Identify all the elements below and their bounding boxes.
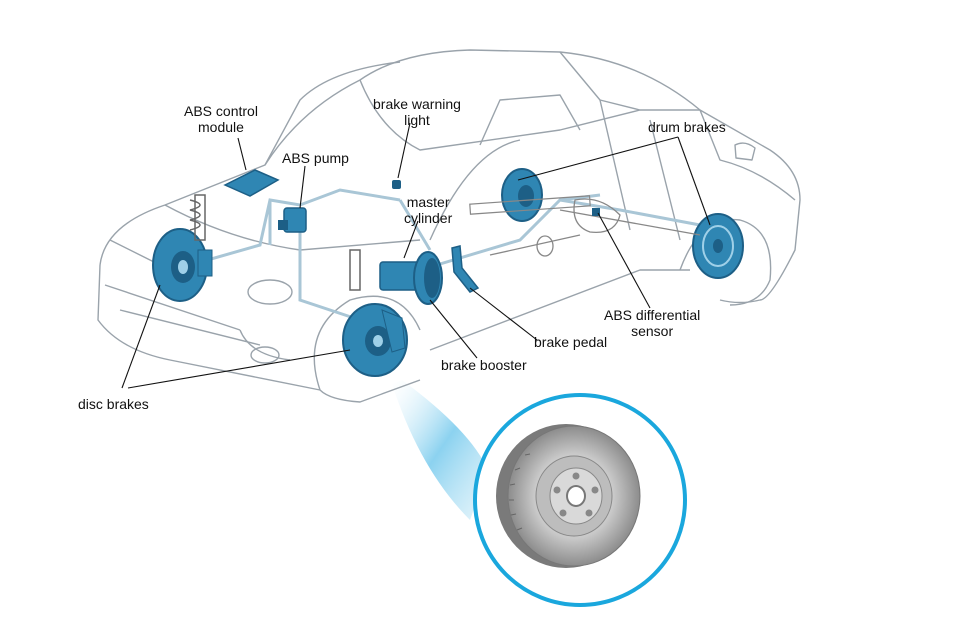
label-brake-booster: brake booster xyxy=(441,357,527,373)
label-brake-pedal: brake pedal xyxy=(534,334,608,350)
abs-pump xyxy=(278,207,307,233)
callout-beam xyxy=(392,380,488,520)
front-right-disc-brake xyxy=(342,249,408,377)
brake-lines xyxy=(189,188,701,322)
rear-left-drum-brake xyxy=(469,168,591,222)
brake-warning-light xyxy=(392,180,401,189)
label-disc-brakes: disc brakes xyxy=(78,396,149,412)
rear-right-drum-brake xyxy=(692,213,744,279)
label-brake-warning-light: brake warning light xyxy=(373,96,461,128)
label-drum-brakes: drum brakes xyxy=(648,119,726,135)
label-abs-pump: ABS pump xyxy=(282,150,349,166)
label-abs-control-module: ABS control module xyxy=(184,103,258,135)
brake-pedal xyxy=(451,245,480,293)
leader-lines xyxy=(121,122,711,389)
differential xyxy=(489,198,701,257)
master-cylinder-booster xyxy=(379,251,443,305)
brake-rotor-icon xyxy=(473,393,687,607)
label-abs-differential-sensor: ABS differential sensor xyxy=(604,307,701,339)
abs-differential-sensor xyxy=(592,208,600,216)
label-master-cylinder: master cylinder xyxy=(404,194,453,226)
abs-control-module xyxy=(223,169,280,197)
front-left-disc-brake xyxy=(152,194,213,302)
